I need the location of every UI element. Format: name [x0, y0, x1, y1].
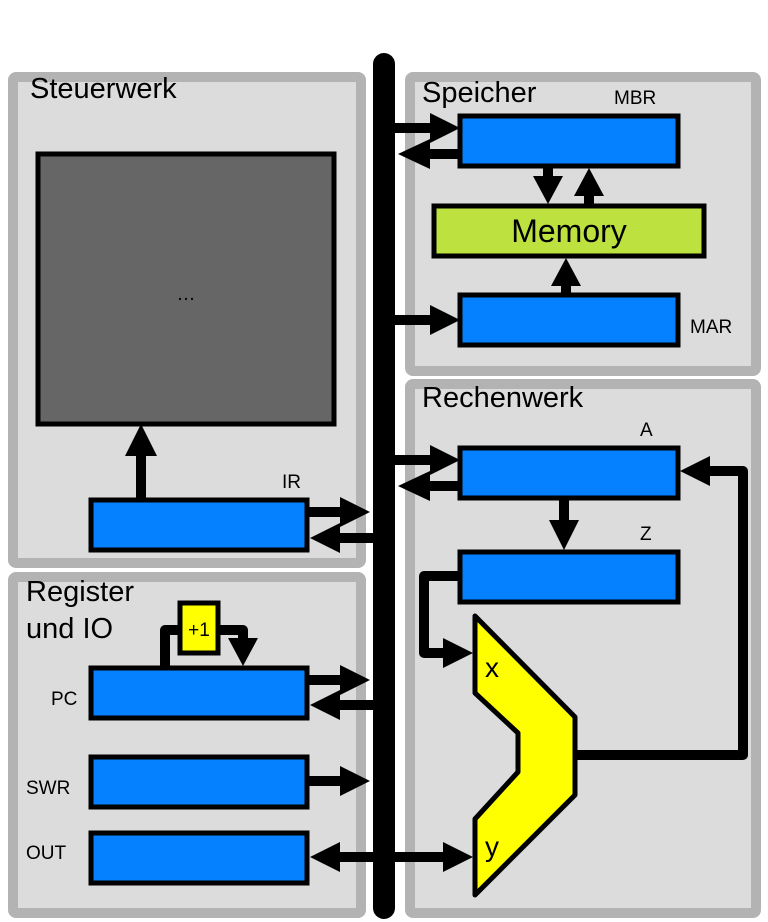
incrementer-to-pc-arrowhead — [228, 638, 258, 666]
registers-io-title-line1: Register — [26, 576, 134, 608]
registers-io-panel — [8, 572, 366, 918]
alu-to-a-arrowhead — [680, 456, 710, 486]
z-to-alu-x-arrowhead — [443, 638, 473, 668]
bus-to-alu-y-arrowhead — [443, 842, 473, 872]
register-z — [457, 549, 681, 605]
memory-to-mbr-arrowhead — [574, 168, 604, 196]
register-pc — [88, 665, 310, 721]
bus-to-a-arrowhead — [430, 445, 460, 475]
alu-panel — [405, 379, 761, 918]
register-mar-label: MAR — [690, 317, 732, 338]
register-a — [457, 445, 681, 501]
mar-to-memory-arrowhead — [551, 258, 581, 286]
register-out-label: OUT — [26, 843, 67, 864]
alu-input-x-label: x — [485, 652, 499, 683]
a-to-bus-arrowhead — [398, 471, 430, 501]
control-unit-title: Steuerwerk — [30, 73, 177, 105]
registers-io-title-line2: und IO — [26, 613, 113, 645]
register-a-label: A — [640, 420, 653, 441]
register-mar — [457, 292, 681, 348]
alu-unit — [472, 613, 578, 898]
mbr-to-bus-arrowhead — [398, 139, 430, 169]
register-mbr — [457, 113, 681, 169]
memory-block-label: Memory — [511, 213, 627, 249]
alu-to-a-wire — [575, 466, 748, 760]
memory-title: Speicher — [422, 77, 537, 109]
memory-block — [431, 203, 707, 259]
alu-title: Rechenwerk — [422, 382, 584, 414]
register-pc-label: PC — [51, 689, 77, 710]
alu-input-y-label: y — [485, 831, 499, 862]
incrementer-block — [177, 600, 221, 656]
ir-to-bus-arrowhead — [340, 497, 370, 527]
register-swr-label: SWR — [26, 778, 70, 799]
pc-to-incrementer-wire — [160, 625, 180, 668]
control-logic-ellipsis: … — [177, 284, 196, 305]
z-to-alu-x-wire — [419, 571, 460, 658]
bus-to-ir-arrowhead — [310, 523, 340, 553]
register-ir-label: IR — [282, 472, 301, 493]
incrementer-label: +1 — [188, 620, 210, 641]
incrementer-to-pc-wire — [218, 625, 248, 640]
control-logic-block — [35, 151, 337, 427]
swr-to-bus-arrowhead — [340, 766, 370, 796]
pc-to-bus-arrowhead — [340, 665, 370, 695]
register-ir — [88, 497, 310, 553]
register-out — [88, 830, 310, 886]
bus-to-mar-arrowhead — [430, 305, 460, 335]
ir-to-control-arrowhead — [125, 424, 157, 456]
mbr-to-memory-arrowhead — [533, 176, 563, 204]
bus-to-mbr-arrowhead — [430, 113, 460, 143]
register-mbr-label: MBR — [614, 88, 656, 109]
bus-to-out-arrowhead — [310, 842, 340, 872]
register-z-label: Z — [640, 524, 652, 545]
a-to-z-arrowhead — [549, 520, 579, 550]
register-swr — [88, 754, 310, 810]
bus-to-pc-arrowhead — [310, 690, 340, 720]
